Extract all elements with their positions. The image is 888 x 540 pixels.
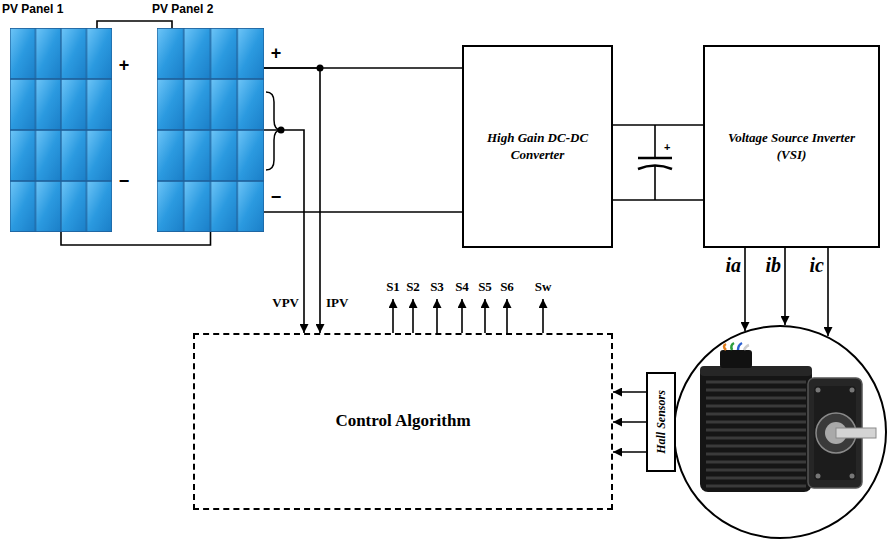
switch-signal-arrow bbox=[412, 299, 414, 333]
signal-label: IPV bbox=[325, 296, 349, 310]
signal-label: VPV bbox=[271, 296, 300, 310]
junction-dot bbox=[278, 65, 324, 134]
capacitor-symbol bbox=[638, 157, 672, 160]
bldc-motor bbox=[850, 388, 855, 393]
bldc-motor bbox=[700, 366, 812, 492]
sensor-box: Hall Sensors bbox=[646, 372, 676, 472]
polarity-sign: + bbox=[664, 141, 670, 153]
switch-signal: S6 bbox=[500, 280, 514, 294]
bldc-motor bbox=[850, 474, 855, 479]
capacitor-symbol bbox=[654, 165, 656, 200]
switch-signal-arrow bbox=[393, 299, 543, 333]
phase-current-arrow bbox=[745, 248, 828, 336]
bldc-motor bbox=[738, 343, 742, 350]
bldc-motor bbox=[700, 366, 812, 376]
bldc-motor bbox=[720, 350, 752, 368]
pv-panel-art bbox=[10, 28, 264, 232]
capacitor-symbol bbox=[638, 125, 672, 200]
wire bbox=[264, 211, 462, 213]
switch-signal-arrow bbox=[392, 299, 394, 333]
switch-signal-arrow bbox=[542, 299, 544, 333]
bldc-motor bbox=[836, 428, 876, 438]
bldc-motor bbox=[700, 343, 876, 492]
bldc-motor bbox=[724, 344, 726, 350]
current-label: ia bbox=[725, 254, 741, 276]
switch-signal: S2 bbox=[406, 280, 420, 294]
capacitor-symbol bbox=[654, 125, 656, 158]
bldc-motor bbox=[731, 343, 734, 350]
signal-arrow bbox=[613, 451, 646, 453]
polarity-sign: − bbox=[119, 172, 130, 192]
signal-arrow bbox=[264, 68, 320, 333]
converter-box: High Gain DC-DC Converter bbox=[462, 45, 613, 248]
current-label: ic bbox=[810, 254, 824, 276]
panel-title: PV Panel 2 bbox=[152, 2, 213, 16]
bldc-motor bbox=[744, 345, 749, 350]
box-title: High Gain DC-DC Converter bbox=[476, 130, 599, 164]
switch-signal-arrow bbox=[436, 299, 438, 333]
signal-arrow bbox=[613, 421, 646, 423]
polarity-sign: − bbox=[271, 188, 282, 208]
pv-panel-art bbox=[10, 28, 112, 232]
wire bbox=[613, 199, 703, 201]
inverter-box: Voltage Source Inverter (VSI) bbox=[703, 45, 880, 248]
current-label: ib bbox=[765, 254, 781, 276]
switch-signal: Sw bbox=[535, 280, 552, 294]
signal-arrow bbox=[613, 391, 646, 393]
polarity-sign: + bbox=[271, 44, 282, 64]
switch-signal: S4 bbox=[455, 280, 469, 294]
wire bbox=[613, 124, 703, 126]
panel-title: PV Panel 1 bbox=[2, 2, 63, 16]
phase-current-arrow bbox=[784, 248, 786, 325]
switch-signal-arrow bbox=[461, 299, 463, 333]
polarity-sign: + bbox=[119, 56, 130, 76]
control-box: Control Algorithm bbox=[193, 333, 613, 510]
motor-outline bbox=[674, 326, 886, 538]
bldc-motor bbox=[706, 382, 806, 486]
pv-panel-art bbox=[157, 28, 264, 232]
phase-current-arrow bbox=[827, 248, 829, 336]
wire bbox=[97, 21, 172, 28]
box-title: Voltage Source Inverter (VSI) bbox=[717, 130, 866, 164]
switch-signal: S3 bbox=[430, 280, 444, 294]
sensor-title: Hall Sensors bbox=[654, 390, 668, 454]
motor-outline bbox=[674, 326, 886, 538]
wire bbox=[61, 232, 211, 245]
pv-panel-art bbox=[157, 28, 264, 232]
pv-panel: PV Panel 1 bbox=[10, 28, 112, 232]
pv-panel: PV Panel 2 bbox=[157, 28, 264, 232]
switch-signal-arrow bbox=[506, 299, 508, 333]
bldc-motor bbox=[816, 474, 821, 479]
pv-panel-art bbox=[10, 28, 112, 232]
signal-arrow bbox=[264, 130, 304, 333]
box-title: Control Algorithm bbox=[335, 411, 470, 431]
switch-signal: S1 bbox=[386, 280, 400, 294]
phase-current-arrow bbox=[744, 248, 746, 331]
switch-signal: S5 bbox=[478, 280, 492, 294]
bldc-motor bbox=[816, 388, 821, 393]
switch-signal-arrow bbox=[484, 299, 486, 333]
